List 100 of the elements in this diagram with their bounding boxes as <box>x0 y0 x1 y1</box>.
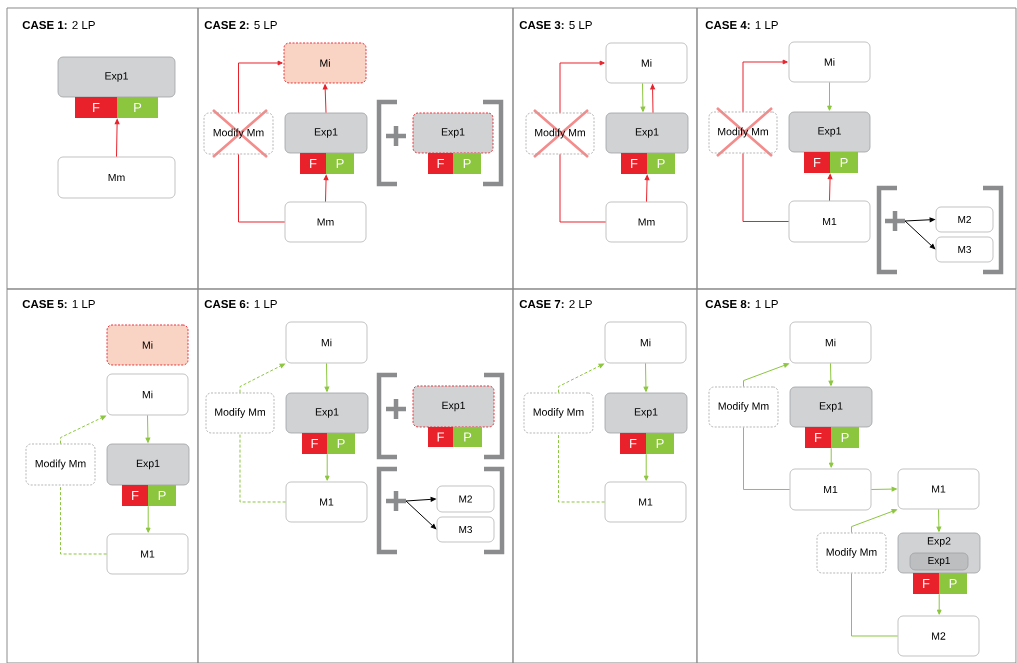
case-heading: CASE 3: 5 LP <box>519 20 592 30</box>
letter-square: P <box>327 433 355 454</box>
experiment-box: Exp1 <box>106 443 190 486</box>
letter-square: P <box>939 573 967 594</box>
arrow <box>643 453 649 481</box>
arrow <box>405 497 436 502</box>
letter-square: P <box>453 427 482 447</box>
arrow <box>828 362 834 386</box>
letter-square: F <box>621 153 647 174</box>
letter-square: P <box>830 152 858 173</box>
model-box: Mm <box>57 156 176 199</box>
letter-square: F <box>122 485 148 506</box>
model-box: Mi <box>106 373 189 416</box>
arrow <box>904 217 935 223</box>
model-box: Mi <box>605 42 688 84</box>
dashed-box: Modify Mm <box>523 392 594 434</box>
highlighted-box: Exp1 <box>412 112 494 154</box>
letter-square: P <box>646 433 674 454</box>
connector-line <box>559 153 607 223</box>
letter-square: P <box>326 153 354 174</box>
arrow <box>405 500 437 530</box>
arrow <box>742 59 788 113</box>
arrow <box>60 415 106 445</box>
dashed-box: Modify Mm <box>708 111 778 154</box>
experiment-box: Exp1 <box>789 386 873 428</box>
model-box: Mi <box>788 41 871 83</box>
arrow <box>936 508 942 532</box>
highlighted-box: Mi <box>106 324 189 366</box>
case-heading: CASE 8: 1 LP <box>705 299 778 309</box>
arrow <box>114 119 120 158</box>
arrow <box>559 60 605 114</box>
arrow <box>322 84 328 114</box>
letter-square: F <box>428 153 453 174</box>
case-heading: CASE 7: 2 LP <box>519 299 592 309</box>
model-box: M1 <box>789 468 872 511</box>
experiment-box: Exp1 <box>909 552 969 571</box>
arrow <box>644 175 650 203</box>
arrow <box>643 362 649 392</box>
arrow <box>827 81 832 111</box>
letter-square: P <box>117 97 158 118</box>
model-box: Mm <box>284 201 367 243</box>
experiment-box: Exp1 <box>605 112 689 154</box>
arrow <box>743 363 789 388</box>
letter-square: P <box>831 427 859 448</box>
arrow <box>145 505 151 533</box>
model-box: Mi <box>604 321 687 364</box>
experiment-box: Exp1 <box>788 111 871 153</box>
dashed-box: Modify Mm <box>25 443 96 486</box>
model-box: Mm <box>605 201 688 243</box>
letter-square: P <box>148 485 176 506</box>
connector-line <box>742 152 790 222</box>
letter-square: F <box>804 152 830 173</box>
letter-square: P <box>453 153 481 174</box>
case-heading: CASE 6: 1 LP <box>204 299 277 309</box>
case-heading: CASE 1: 2 LP <box>22 20 95 30</box>
model-box: M2 <box>935 206 994 233</box>
arrow <box>870 486 897 492</box>
case-heading: CASE 2: 5 LP <box>204 20 277 30</box>
arrow <box>650 84 655 114</box>
dashed-box: Modify Mm <box>203 112 274 155</box>
arrow <box>558 363 604 394</box>
case-heading: CASE 4: 1 LP <box>705 20 778 30</box>
arrow <box>323 175 329 203</box>
connector-line <box>851 572 899 637</box>
connector-line <box>558 432 606 503</box>
model-box: M1 <box>106 533 189 575</box>
highlighted-box: Mi <box>283 42 367 84</box>
case-heading: CASE 5: 1 LP <box>22 299 95 309</box>
experiment-box: Exp1 <box>604 392 688 434</box>
letter-square: F <box>620 433 646 454</box>
letter-square: P <box>647 153 675 174</box>
letter-square: F <box>805 427 831 448</box>
letter-square: F <box>913 573 939 594</box>
dashed-box: Modify Mm <box>708 386 779 428</box>
letter-square: F <box>300 153 326 174</box>
model-box: M1 <box>285 481 368 523</box>
model-box: M1 <box>897 468 980 510</box>
connector-line <box>743 426 791 490</box>
highlighted-box: Exp1 <box>412 385 495 428</box>
connector-line <box>60 484 108 555</box>
connector-line <box>239 432 287 503</box>
arrow <box>324 453 330 481</box>
model-box: M1 <box>788 200 871 243</box>
model-box: Mi <box>789 321 872 364</box>
dashed-box: Modify Mm <box>205 392 275 434</box>
model-box: M3 <box>436 516 495 543</box>
arrow <box>640 82 646 112</box>
arrow <box>828 447 834 468</box>
connector-line <box>238 153 286 223</box>
dashed-box: Modify Mm <box>816 532 887 574</box>
arrow <box>827 174 833 202</box>
model-box: Mi <box>285 321 368 364</box>
letter-square: F <box>75 97 117 118</box>
arrow <box>145 414 151 443</box>
arrow <box>238 60 283 114</box>
model-box: M2 <box>897 615 980 657</box>
model-box: M1 <box>604 481 687 523</box>
arrow <box>239 363 285 394</box>
arrow <box>936 593 942 615</box>
model-box: M2 <box>436 485 495 513</box>
